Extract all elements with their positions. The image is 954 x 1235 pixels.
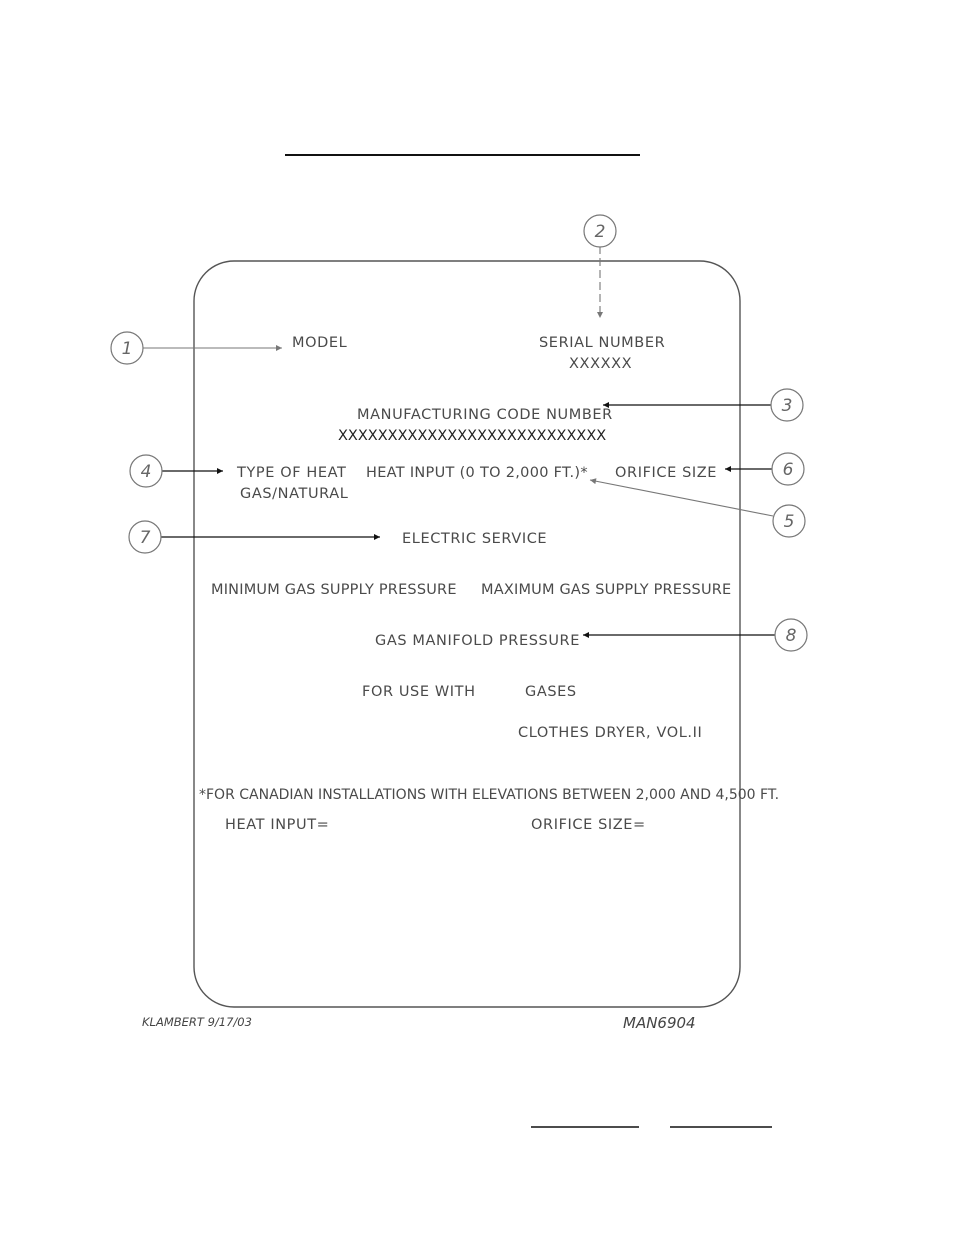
mfg-code-value: XXXXXXXXXXXXXXXXXXXXXXXXXXX (338, 428, 606, 444)
callout-6-number: 6 (783, 460, 794, 480)
callout-4-number: 4 (141, 462, 152, 482)
canadian-note: *FOR CANADIAN INSTALLATIONS WITH ELEVATI… (199, 787, 779, 803)
author-stamp: KLAMBERT 9/17/03 (142, 1015, 252, 1029)
model-label: MODEL (292, 335, 347, 351)
mfg-code-label: MANUFACTURING CODE NUMBER (357, 407, 613, 423)
callout-6: 6 (771, 452, 805, 486)
min-gas-pressure-label: MINIMUM GAS SUPPLY PRESSURE (211, 582, 457, 598)
heat-input-eq-label: HEAT INPUT= (225, 817, 329, 833)
gas-manifold-pressure-label: GAS MANIFOLD PRESSURE (375, 633, 580, 649)
heat-input-label: HEAT INPUT (0 TO 2,000 FT.)* (366, 465, 588, 481)
electric-service-label: ELECTRIC SERVICE (402, 531, 547, 547)
callout-8-number: 8 (786, 626, 797, 646)
product-label: CLOTHES DRYER, VOL.II (518, 725, 702, 741)
callout-8: 8 (774, 618, 808, 652)
callout-1: 1 (110, 331, 144, 365)
orifice-size-eq-label: ORIFICE SIZE= (531, 817, 646, 833)
serial-number-value: XXXXXX (569, 356, 632, 372)
callout-3-number: 3 (782, 396, 793, 416)
callout-7-number: 7 (140, 528, 151, 548)
callout-4: 4 (129, 454, 163, 488)
leader-5 (589, 478, 774, 517)
serial-number-label: SERIAL NUMBER (539, 335, 665, 351)
callout-3: 3 (770, 388, 804, 422)
for-use-with-label: FOR USE WITH (362, 684, 476, 700)
plate-outline (193, 260, 741, 1008)
max-gas-pressure-label: MAXIMUM GAS SUPPLY PRESSURE (481, 582, 731, 598)
callout-5: 5 (772, 504, 806, 538)
callout-2: 2 (583, 214, 617, 248)
callout-1-number: 1 (122, 339, 133, 359)
drawing-id: MAN6904 (623, 1014, 696, 1032)
gases-label: GASES (525, 684, 577, 700)
orifice-size-label: ORIFICE SIZE (615, 465, 717, 481)
callout-7: 7 (128, 520, 162, 554)
type-of-heat-label: TYPE OF HEAT (236, 465, 347, 481)
type-of-heat-value: GAS/NATURAL (240, 486, 348, 502)
callout-2-number: 2 (595, 222, 606, 242)
callout-5-number: 5 (784, 512, 795, 532)
